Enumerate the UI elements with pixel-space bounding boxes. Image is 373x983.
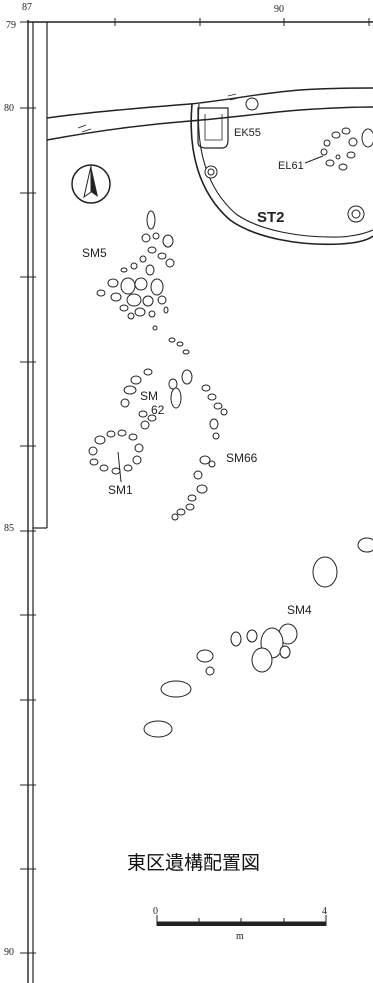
coord-top-90: 90: [274, 4, 284, 15]
ek55-feature: [197, 97, 259, 179]
grid-frame: [20, 18, 373, 983]
label-sm66: SM66: [226, 451, 258, 465]
coord-left-79: 79: [6, 20, 16, 31]
scale-unit-label: m: [236, 931, 244, 942]
scale-bar: [156, 915, 327, 926]
coord-left-80: 80: [4, 103, 14, 114]
sm4-stone-cluster: [143, 537, 373, 738]
map-title: 東区遺構配置図: [127, 852, 260, 874]
label-sm62-a: SM: [140, 389, 158, 403]
coord-left-90: 90: [4, 947, 14, 958]
scale-start-label: 0: [153, 906, 158, 917]
ditch-band: [46, 87, 373, 141]
st2-pit-inner-outline: [197, 103, 373, 238]
sm5-stone-cluster: [96, 210, 190, 355]
label-el61: EL61: [278, 160, 304, 172]
label-sm4: SM4: [287, 603, 312, 617]
label-sm1: SM1: [108, 483, 133, 497]
north-arrow-icon: [71, 164, 111, 204]
st2-pit-outline: [190, 103, 373, 246]
scale-end-label: 4: [322, 906, 327, 917]
label-ek55: EK55: [234, 127, 261, 139]
sm62-stone-cluster: [120, 368, 193, 430]
label-st2: ST2: [257, 209, 285, 226]
label-sm62-b: 62: [151, 403, 165, 417]
el61-stone-ring: [304, 127, 373, 223]
coord-left-85: 85: [4, 523, 14, 534]
label-sm5: SM5: [82, 246, 107, 260]
sm1-stone-ring: [88, 429, 144, 475]
coord-top-87: 87: [22, 2, 32, 13]
sm66-stone-cluster: [171, 384, 228, 521]
